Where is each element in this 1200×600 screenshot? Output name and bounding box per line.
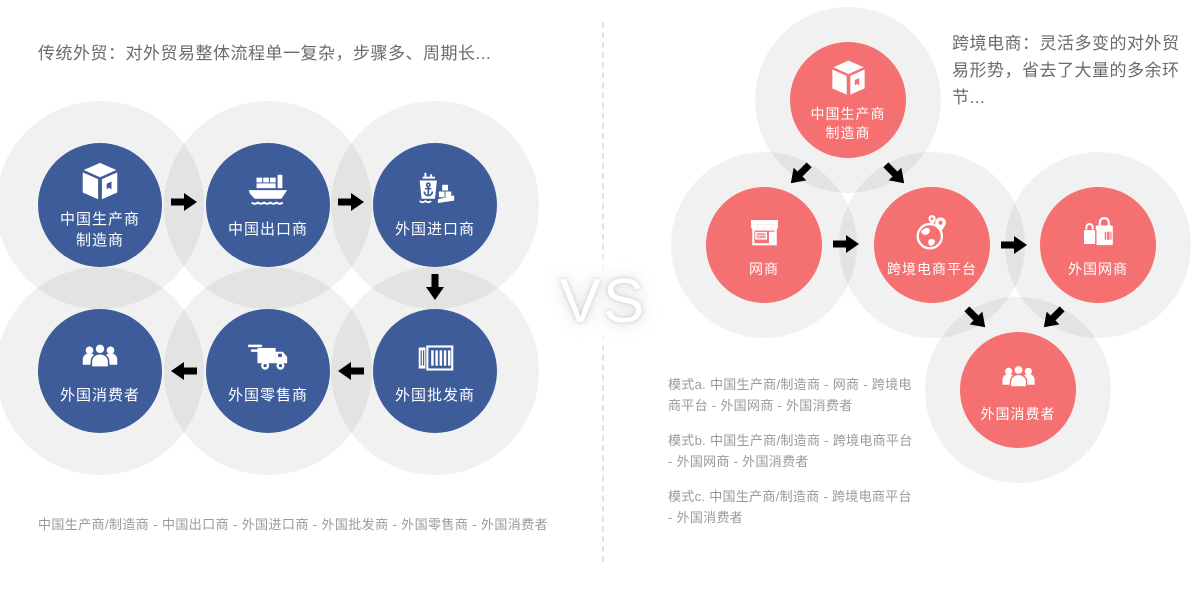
mode-c: 模式c. 中国生产商/制造商 - 跨境电商平台 - 外国消费者 [668, 489, 912, 526]
online-store-icon [743, 212, 786, 255]
node-label: 制造商 [825, 125, 871, 141]
node-label: 中国生产商 [59, 211, 140, 229]
node-label: 外国消费者 [59, 387, 140, 405]
flow-arrow-right-icon [171, 193, 197, 211]
flow-arrow-right-icon [338, 193, 364, 211]
package-box-icon [827, 57, 870, 100]
crossborder-trade-title: 跨境电商：灵活多变的对外贸易形势，省去了大量的多余环节... [952, 34, 1180, 108]
node-label: 外国消费者 [980, 405, 1056, 422]
shopping-bags-icon [1077, 212, 1120, 255]
flow-arrow-right-icon [1001, 236, 1027, 254]
flow-arrow-down-icon [426, 274, 444, 300]
flow-arrow-left-icon [171, 362, 197, 380]
node-label: 外国零售商 [227, 387, 308, 405]
vs-label: VS [533, 252, 673, 351]
node-label: 外国网商 [1068, 260, 1128, 277]
node-foreign-retailer: 外国零售商 [206, 309, 330, 433]
import-ship-anchor-icon [412, 169, 458, 215]
globe-pins-icon [911, 212, 954, 255]
mode-a: 模式a. 中国生产商/制造商 - 网商 - 跨境电商平台 - 外国网商 - 外国… [668, 377, 912, 414]
flow-arrow-left-icon [338, 362, 364, 380]
node-label: 外国批发商 [394, 387, 475, 405]
node-foreign-importer: 外国进口商 [373, 143, 497, 267]
package-box-icon [77, 159, 123, 205]
node-label: 网商 [749, 260, 779, 277]
node-online-merchant: 网商 [706, 187, 822, 303]
mode-b: 模式b. 中国生产商/制造商 - 跨境电商平台 - 外国网商 - 外国消费者 [668, 433, 913, 470]
node-label: 制造商 [75, 231, 124, 249]
node-china-manufacturer: 中国生产商制造商 [790, 42, 906, 158]
delivery-truck-icon [245, 335, 291, 381]
container-icon [412, 335, 458, 381]
node-label: 中国出口商 [227, 221, 308, 239]
node-foreign-online-merchant: 外国网商 [1040, 187, 1156, 303]
node-foreign-consumers: 外国消费者 [960, 332, 1076, 448]
node-foreign-wholesaler: 外国批发商 [373, 309, 497, 433]
node-china-exporter: 中国出口商 [206, 143, 330, 267]
consumers-group-icon [77, 335, 123, 381]
traditional-flow-caption: 中国生产商/制造商 - 中国出口商 - 外国进口商 - 外国批发商 - 外国零售… [38, 517, 548, 532]
cargo-ship-icon [245, 169, 291, 215]
node-label: 外国进口商 [394, 221, 475, 239]
node-label: 中国生产商 [810, 106, 886, 123]
node-foreign-consumers: 外国消费者 [38, 309, 162, 433]
mode-list: 模式a. 中国生产商/制造商 - 网商 - 跨境电商平台 - 外国网商 - 外国… [668, 374, 916, 542]
consumers-group-icon [997, 357, 1040, 400]
node-label: 跨境电商平台 [887, 260, 977, 277]
node-china-manufacturer: 中国生产商制造商 [38, 143, 162, 267]
flow-arrow-right-icon [833, 235, 859, 253]
traditional-trade-title: 传统外贸：对外贸易整体流程单一复杂，步骤多、周期长... [38, 44, 492, 63]
node-crossborder-platform: 跨境电商平台 [874, 187, 990, 303]
